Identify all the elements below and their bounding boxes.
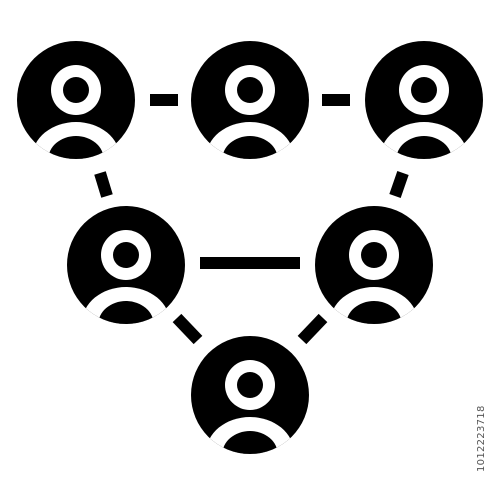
user-nodes (17, 41, 483, 454)
connection-line (389, 171, 409, 198)
person-icon (206, 65, 294, 159)
person-icon (330, 230, 418, 324)
connection-line (172, 313, 203, 345)
person-icon (32, 65, 120, 159)
person-icon (82, 230, 170, 324)
person-icon (206, 360, 294, 454)
connection-line (297, 313, 328, 345)
user-node-middle-left (67, 206, 185, 324)
user-node-top-right (365, 41, 483, 159)
user-node-top-left (17, 41, 135, 159)
connection-line (94, 171, 113, 198)
user-node-middle-right (315, 206, 433, 324)
user-node-bottom-center (191, 336, 309, 454)
connection-lines (94, 94, 409, 345)
person-icon (380, 65, 468, 159)
user-node-top-center (191, 41, 309, 159)
stock-id-watermark: 1012223718 (476, 405, 487, 472)
